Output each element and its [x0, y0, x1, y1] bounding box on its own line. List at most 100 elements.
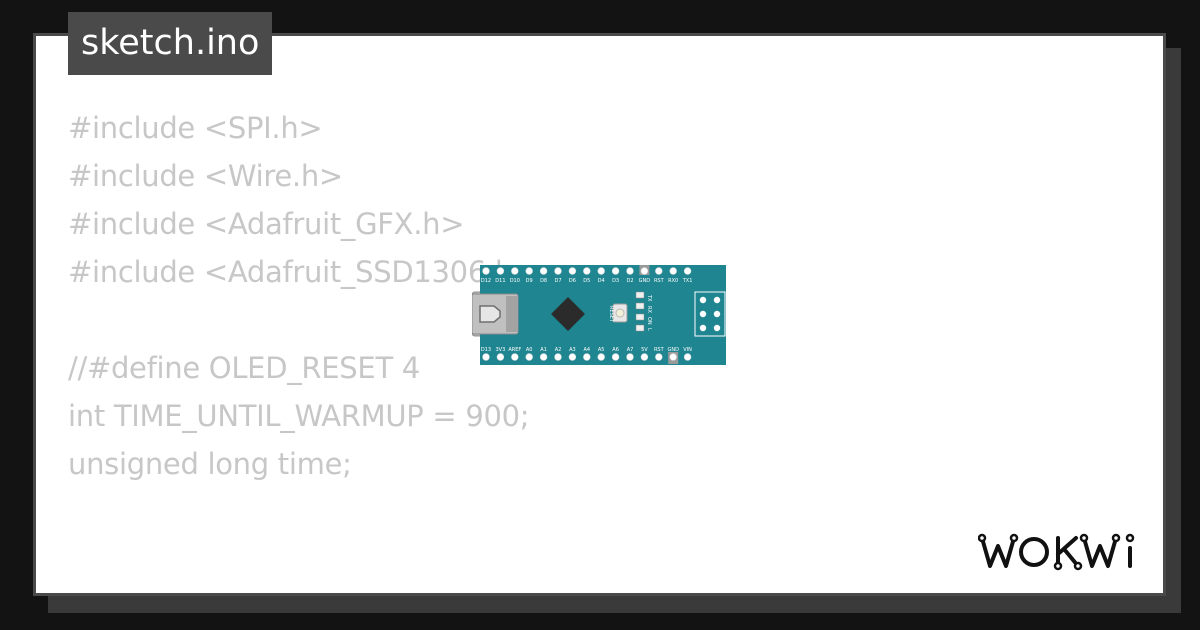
pin-bottom-gnd[interactable]: [669, 353, 677, 361]
code-preview: #include <SPI.h> #include <Wire.h> #includ…: [68, 104, 537, 593]
pin-top-d11[interactable]: [496, 267, 505, 275]
pin-top-gnd[interactable]: [640, 267, 649, 275]
reset-label: RESET: [608, 306, 614, 323]
pin-label: D6: [569, 278, 576, 284]
pin-label: RST: [654, 347, 665, 353]
led-rx: [635, 302, 645, 310]
led-label: TX: [646, 294, 652, 302]
icsp-pin: [699, 310, 707, 318]
pin-top-d7[interactable]: [554, 267, 562, 275]
pin-label: VIN: [683, 347, 692, 353]
pin-bottom-a5[interactable]: [597, 353, 605, 361]
pin-label: A5: [598, 347, 605, 353]
code-line: [68, 296, 537, 344]
pin-bottom-3v3[interactable]: [496, 353, 505, 361]
bottom-pin-row: [482, 352, 692, 364]
pin-label: D3: [612, 278, 619, 284]
pin-label: D2: [626, 278, 633, 284]
pin-top-tx1[interactable]: [683, 267, 692, 275]
pcb: [480, 265, 726, 365]
pin-label: A4: [583, 347, 590, 353]
icsp-pin: [713, 296, 721, 304]
pin-bottom-a6[interactable]: [611, 353, 620, 361]
icsp-pin: [699, 324, 707, 332]
pin-label: RX0: [668, 278, 678, 284]
pin-label: D10: [510, 278, 520, 284]
reset-button-cap: [615, 308, 625, 318]
pin-top-d12[interactable]: [482, 267, 490, 275]
icsp-header: [694, 291, 726, 337]
pin-top-d5[interactable]: [583, 267, 591, 275]
pin-bottom-d13[interactable]: [482, 353, 490, 361]
wokwi-logo: [978, 533, 1135, 571]
pin-top-d9[interactable]: [525, 267, 533, 275]
code-line: unsigned long time;: [68, 447, 352, 481]
pin-label: A1: [540, 347, 547, 353]
pin-label: D9: [526, 278, 533, 284]
pin-label: D7: [554, 278, 561, 284]
pin-label: TX1: [682, 278, 693, 284]
pin-label: GND: [667, 347, 679, 353]
pin-bottom-a4[interactable]: [583, 353, 591, 361]
icsp-pins: [699, 296, 721, 332]
pin-bottom-rst[interactable]: [655, 353, 663, 361]
icsp-pin: [713, 310, 721, 318]
pin-label: D8: [540, 278, 547, 284]
pin-label: GND: [639, 278, 651, 284]
pin-label: D13: [481, 347, 491, 353]
top-pin-row: [482, 265, 692, 275]
led-label: RX: [646, 306, 652, 313]
pin-top-d10[interactable]: [511, 267, 519, 275]
pin-top-rst[interactable]: [655, 267, 663, 275]
pin-bottom-vin[interactable]: [683, 353, 692, 361]
code-line: [68, 536, 537, 584]
led-on: [635, 313, 645, 321]
pin-label: A2: [555, 347, 562, 353]
pin-label: D12: [481, 278, 491, 284]
pin-label: D11: [495, 278, 505, 284]
led-label: L: [646, 328, 652, 331]
pin-label: A0: [526, 347, 533, 353]
pin-label: AREF: [508, 347, 521, 353]
icsp-pin: [713, 324, 721, 332]
usb-shell: [506, 296, 518, 332]
pin-top-d3[interactable]: [611, 267, 620, 275]
pin-bottom-aref[interactable]: [511, 353, 519, 361]
pin-label: RST: [654, 278, 665, 284]
code-line: int analogPin = 0;: [68, 584, 537, 593]
pin-label: 5V: [641, 347, 648, 353]
code-line: #include <SPI.h>: [68, 111, 323, 145]
pin-bottom-a0[interactable]: [525, 353, 533, 361]
led-label: ON: [646, 317, 652, 325]
pin-top-d6[interactable]: [568, 267, 577, 275]
pin-top-rx0[interactable]: [669, 267, 677, 275]
pin-bottom-5v[interactable]: [640, 353, 649, 361]
pin-bottom-a3[interactable]: [568, 353, 577, 361]
pin-bottom-a7[interactable]: [626, 353, 634, 361]
pin-top-d8[interactable]: [539, 267, 548, 275]
code-line: int TIME_UNTIL_WARMUP = 900;: [68, 399, 530, 433]
icsp-pin: [699, 296, 707, 304]
status-leds: [635, 291, 645, 332]
pin-label: A7: [627, 347, 634, 353]
usb-port: [479, 305, 501, 323]
code-line: //#define OLED_RESET 4: [68, 351, 420, 385]
code-line: #include <Adafruit_SSD1306.h>: [68, 255, 537, 289]
code-line: #include <Adafruit_GFX.h>: [68, 207, 465, 241]
pin-label: A6: [612, 347, 619, 353]
pin-label: A3: [569, 347, 576, 353]
code-line: [68, 488, 537, 536]
file-tab[interactable]: sketch.ino: [68, 12, 273, 75]
led-tx: [635, 291, 645, 299]
pin-top-d4[interactable]: [597, 267, 605, 275]
led-labels: TX RX ON L: [646, 294, 652, 331]
led-l: [635, 324, 645, 332]
pin-label: 3V3: [496, 347, 506, 353]
code-line: #include <Wire.h>: [68, 159, 343, 193]
pin-top-d2[interactable]: [626, 267, 634, 275]
pin-bottom-a1[interactable]: [539, 353, 548, 361]
pin-bottom-a2[interactable]: [554, 353, 562, 361]
